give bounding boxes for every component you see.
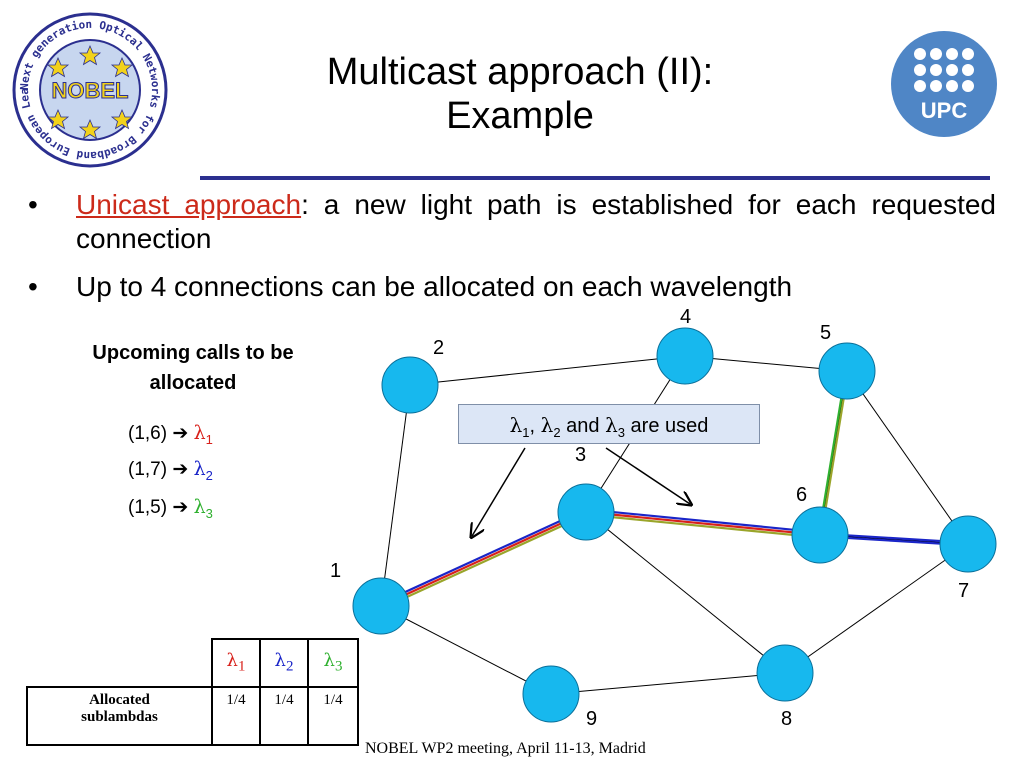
arrow-icon: ➔ — [172, 497, 189, 518]
network-node-3 — [557, 483, 615, 541]
call-pair: (1,5) — [128, 497, 168, 518]
node-label-8: 8 — [781, 708, 793, 730]
node-label-9: 9 — [586, 708, 598, 730]
nobel-logo: Next generation Optical Networks for Bro… — [10, 10, 168, 168]
slide-footer: NOBEL WP2 meeting, April 11-13, Madrid — [365, 740, 646, 757]
network-node-1 — [352, 577, 410, 635]
node-label-1: 1 — [330, 560, 342, 582]
network-node-2 — [381, 356, 439, 414]
light-path-segment — [381, 513, 588, 610]
slide-title-line2: Example — [446, 95, 594, 137]
upc-logo: UPC — [891, 31, 997, 137]
network-link — [846, 370, 969, 545]
bullet-capacity-text: Up to 4 connections can be allocated on … — [76, 271, 793, 302]
light-path-segment — [379, 508, 586, 605]
node-label-4: 4 — [680, 306, 692, 328]
arrow-icon: ➔ — [172, 459, 189, 480]
upc-logo-text: UPC — [921, 98, 968, 123]
table-cell: 1/4 — [211, 686, 261, 746]
call-item: (1,7) ➔ λ2 — [128, 456, 213, 483]
network-link — [784, 543, 969, 674]
node-label-2: 2 — [433, 337, 445, 359]
title-rule — [200, 176, 990, 180]
light-path-segment — [380, 511, 587, 607]
slide-title-line1: Multicast approach (II): — [326, 51, 714, 93]
bullet-mark: • — [28, 189, 38, 220]
bullet-unicast-text: : a new light path is established for ea… — [76, 189, 996, 254]
call-item: (1,6) ➔ λ1 — [128, 420, 213, 447]
network-node-7 — [939, 515, 997, 573]
node-label-7: 7 — [958, 580, 970, 602]
arrow-icon: ➔ — [172, 423, 189, 444]
network-link — [585, 511, 786, 674]
node-label-6: 6 — [796, 484, 808, 506]
annotation-arrow — [605, 447, 690, 504]
network-node-4 — [656, 327, 714, 385]
network-node-8 — [756, 644, 814, 702]
network-link — [550, 672, 786, 695]
call-lambda: λ1 — [193, 422, 213, 447]
node-label-5: 5 — [820, 322, 832, 344]
table-header-lambda3: λ3 — [307, 638, 359, 688]
network-node-5 — [818, 342, 876, 400]
bullet-capacity: • Up to 4 connections can be allocated o… — [24, 270, 996, 304]
call-lambda: λ2 — [193, 458, 213, 483]
call-pair: (1,6) — [128, 423, 168, 444]
unicast-approach-link: Unicast approach — [76, 189, 302, 220]
network-node-9 — [522, 665, 580, 723]
light-path-segment — [585, 513, 820, 539]
bullet-list: • Unicast approach: a new light path is … — [24, 188, 996, 304]
call-pair: (1,7) — [128, 459, 168, 480]
network-link — [380, 605, 552, 695]
call-item: (1,5) ➔ λ3 — [128, 494, 213, 521]
network-link — [380, 384, 411, 607]
light-path-segment — [585, 510, 821, 537]
bullet-unicast: • Unicast approach: a new light path is … — [24, 188, 996, 256]
light-path-segment — [586, 508, 821, 534]
table-cell: 1/4 — [307, 686, 359, 746]
node-label-3: 3 — [575, 444, 587, 466]
bullet-mark: • — [28, 271, 38, 302]
table-cell: 1/4 — [259, 686, 309, 746]
upcoming-calls-title: Upcoming calls to be allocated — [92, 342, 294, 394]
network-node-6 — [791, 506, 849, 564]
table-header-lambda1: λ1 — [211, 638, 261, 688]
annotation-arrow — [472, 447, 526, 536]
table-header-lambda2: λ2 — [259, 638, 309, 688]
slide-title: Multicast approach (II): Example — [200, 50, 840, 138]
call-lambda: λ3 — [193, 496, 213, 521]
lambdas-used-note: λ1, λ2 and λ3 are used — [458, 404, 760, 444]
network-link — [409, 355, 686, 386]
nobel-center-text: NOBEL — [52, 78, 129, 103]
